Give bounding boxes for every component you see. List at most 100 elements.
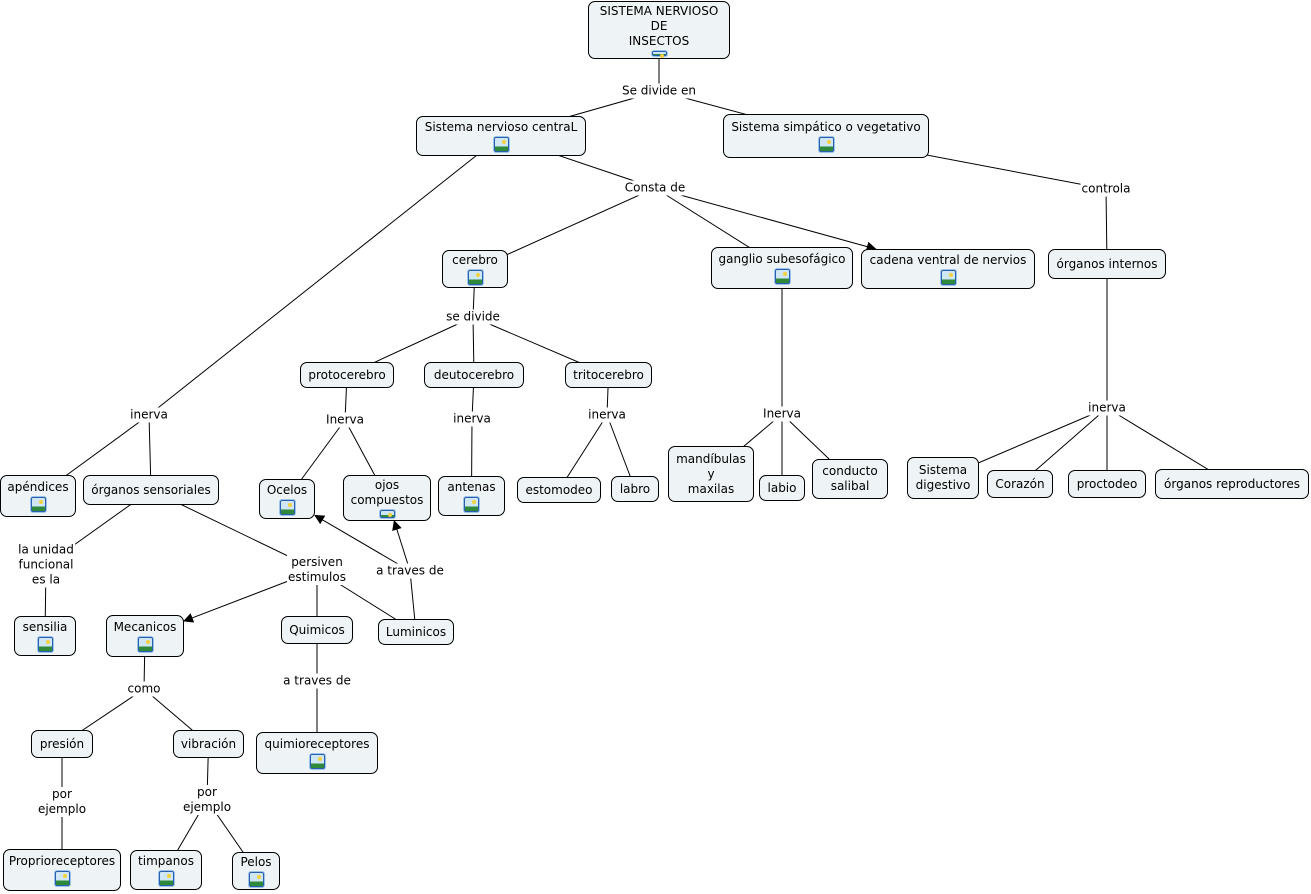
concept-label: Luminicos [385, 624, 447, 639]
concept-presion[interactable]: presión [31, 730, 93, 758]
image-icon[interactable] [279, 500, 295, 515]
concept-orgsens[interactable]: órganos sensoriales [83, 475, 219, 505]
image-icon[interactable] [774, 269, 790, 284]
concept-trito[interactable]: tritocerebro [565, 362, 652, 388]
concept-label: labro [619, 481, 651, 496]
phrase-text: a traves de [376, 563, 444, 578]
phrase-text: a traves de [283, 673, 351, 688]
concept-label: Mecanicos [113, 620, 177, 634]
concept-label: labio [767, 480, 797, 495]
image-icon[interactable] [379, 510, 395, 518]
image-icon[interactable] [940, 270, 956, 285]
link-snc-p_inerva_snc [148, 135, 502, 416]
phrase-text: Se divide en [621, 83, 697, 98]
linking-phrase: inerva [1087, 400, 1127, 416]
image-icon[interactable] [467, 270, 483, 285]
concept-label: Quimicos [289, 622, 345, 637]
concept-apend[interactable]: apéndices [0, 475, 76, 517]
concept-mecanicos[interactable]: Mecanicos [106, 615, 184, 657]
phrase-text: funcional [18, 557, 74, 572]
concept-label: Pelos [240, 855, 272, 869]
concept-ocelos[interactable]: Ocelos [259, 479, 315, 519]
image-icon[interactable] [818, 137, 834, 152]
linking-phrase: inerva [129, 407, 169, 423]
linking-phrase: como [126, 681, 162, 697]
image-icon[interactable] [309, 754, 325, 769]
concept-label: cerebro [452, 253, 498, 267]
concept-label: órganos internos [1056, 256, 1158, 271]
linking-phrase: a traves de [375, 563, 445, 579]
link-p_consta-cadena [654, 187, 877, 252]
linking-phrase: a traves de [282, 673, 352, 689]
concept-estomodeo[interactable]: estomodeo [517, 477, 601, 503]
concept-label: órganos reproductores [1164, 476, 1300, 491]
concept-labio[interactable]: labio [759, 475, 805, 501]
concept-antenas[interactable]: antenas [438, 476, 505, 516]
concept-label: Sistema simpático o vegetativo [731, 120, 921, 134]
concept-label: INSECTOS [628, 34, 690, 48]
concept-proprio[interactable]: Proprioreceptores [3, 849, 121, 891]
concept-label: ojos [374, 478, 400, 492]
image-icon[interactable] [30, 497, 46, 512]
image-icon[interactable] [493, 137, 509, 152]
concept-pelos[interactable]: Pelos [232, 852, 280, 890]
image-icon[interactable] [464, 497, 479, 512]
concept-orgint[interactable]: órganos internos [1048, 249, 1166, 279]
phrase-text: la unidad [18, 542, 74, 557]
link-p_traves_lum-ojos [392, 520, 411, 572]
concept-vibracion[interactable]: vibración [173, 730, 244, 758]
concept-corazon[interactable]: Corazón [987, 470, 1053, 498]
concept-label: mandíbulas [676, 451, 746, 466]
link-p_traves_lum-ocelos [314, 514, 411, 572]
phrase-text: Consta de [624, 180, 686, 195]
concept-quimio[interactable]: quimioreceptores [256, 732, 378, 774]
phrase-text: estimulos [288, 570, 346, 584]
concept-label: compuestos [350, 493, 424, 507]
concept-ganglio[interactable]: ganglio subesofágico [711, 247, 853, 289]
concept-sensilia[interactable]: sensilia [14, 616, 76, 656]
concept-orgrep[interactable]: órganos reproductores [1155, 469, 1309, 499]
concept-proto[interactable]: protocerebro [300, 362, 394, 388]
image-icon[interactable] [651, 51, 667, 58]
concept-deuto[interactable]: deutocerebro [424, 362, 524, 388]
concept-label: SISTEMA NERVIOSO [599, 4, 719, 18]
concept-label: tritocerebro [573, 367, 644, 382]
concept-label: quimioreceptores [264, 737, 370, 751]
concept-luminicos[interactable]: Luminicos [378, 619, 454, 645]
image-icon[interactable] [37, 637, 53, 652]
concept-quimicos[interactable]: Quimicos [281, 616, 353, 644]
concept-label: protocerebro [308, 367, 386, 382]
image-icon[interactable] [158, 871, 174, 886]
concept-label: Corazón [995, 476, 1045, 491]
image-icon[interactable] [54, 871, 70, 886]
phrase-text: ejemplo [37, 802, 87, 816]
phrase-text: persiven [291, 555, 343, 569]
phrase-text: como [127, 681, 161, 696]
image-icon[interactable] [248, 872, 264, 887]
concept-sns[interactable]: Sistema simpático o vegetativo [723, 114, 929, 158]
phrase-text: inerva [588, 407, 626, 422]
phrase-text: Inerva [326, 412, 364, 427]
image-icon[interactable] [137, 637, 153, 652]
linking-phrase: controla [1080, 181, 1132, 197]
phrase-text: es la [31, 572, 61, 587]
concept-label: conducto [822, 464, 878, 478]
concept-proctodeo[interactable]: proctodeo [1068, 470, 1146, 498]
phrase-text: inerva [130, 407, 168, 422]
concept-label: Sistema nervioso centraL [424, 120, 578, 134]
concept-label: timpanos [138, 854, 194, 868]
concept-cadena[interactable]: cadena ventral de nervios [861, 249, 1035, 289]
concept-label: digestivo [915, 478, 971, 492]
concept-labro[interactable]: labro [611, 476, 659, 502]
concept-timpanos[interactable]: timpanos [130, 850, 202, 890]
concept-cerebro[interactable]: cerebro [442, 250, 508, 288]
concept-snc[interactable]: Sistema nervioso centraL [416, 116, 586, 156]
